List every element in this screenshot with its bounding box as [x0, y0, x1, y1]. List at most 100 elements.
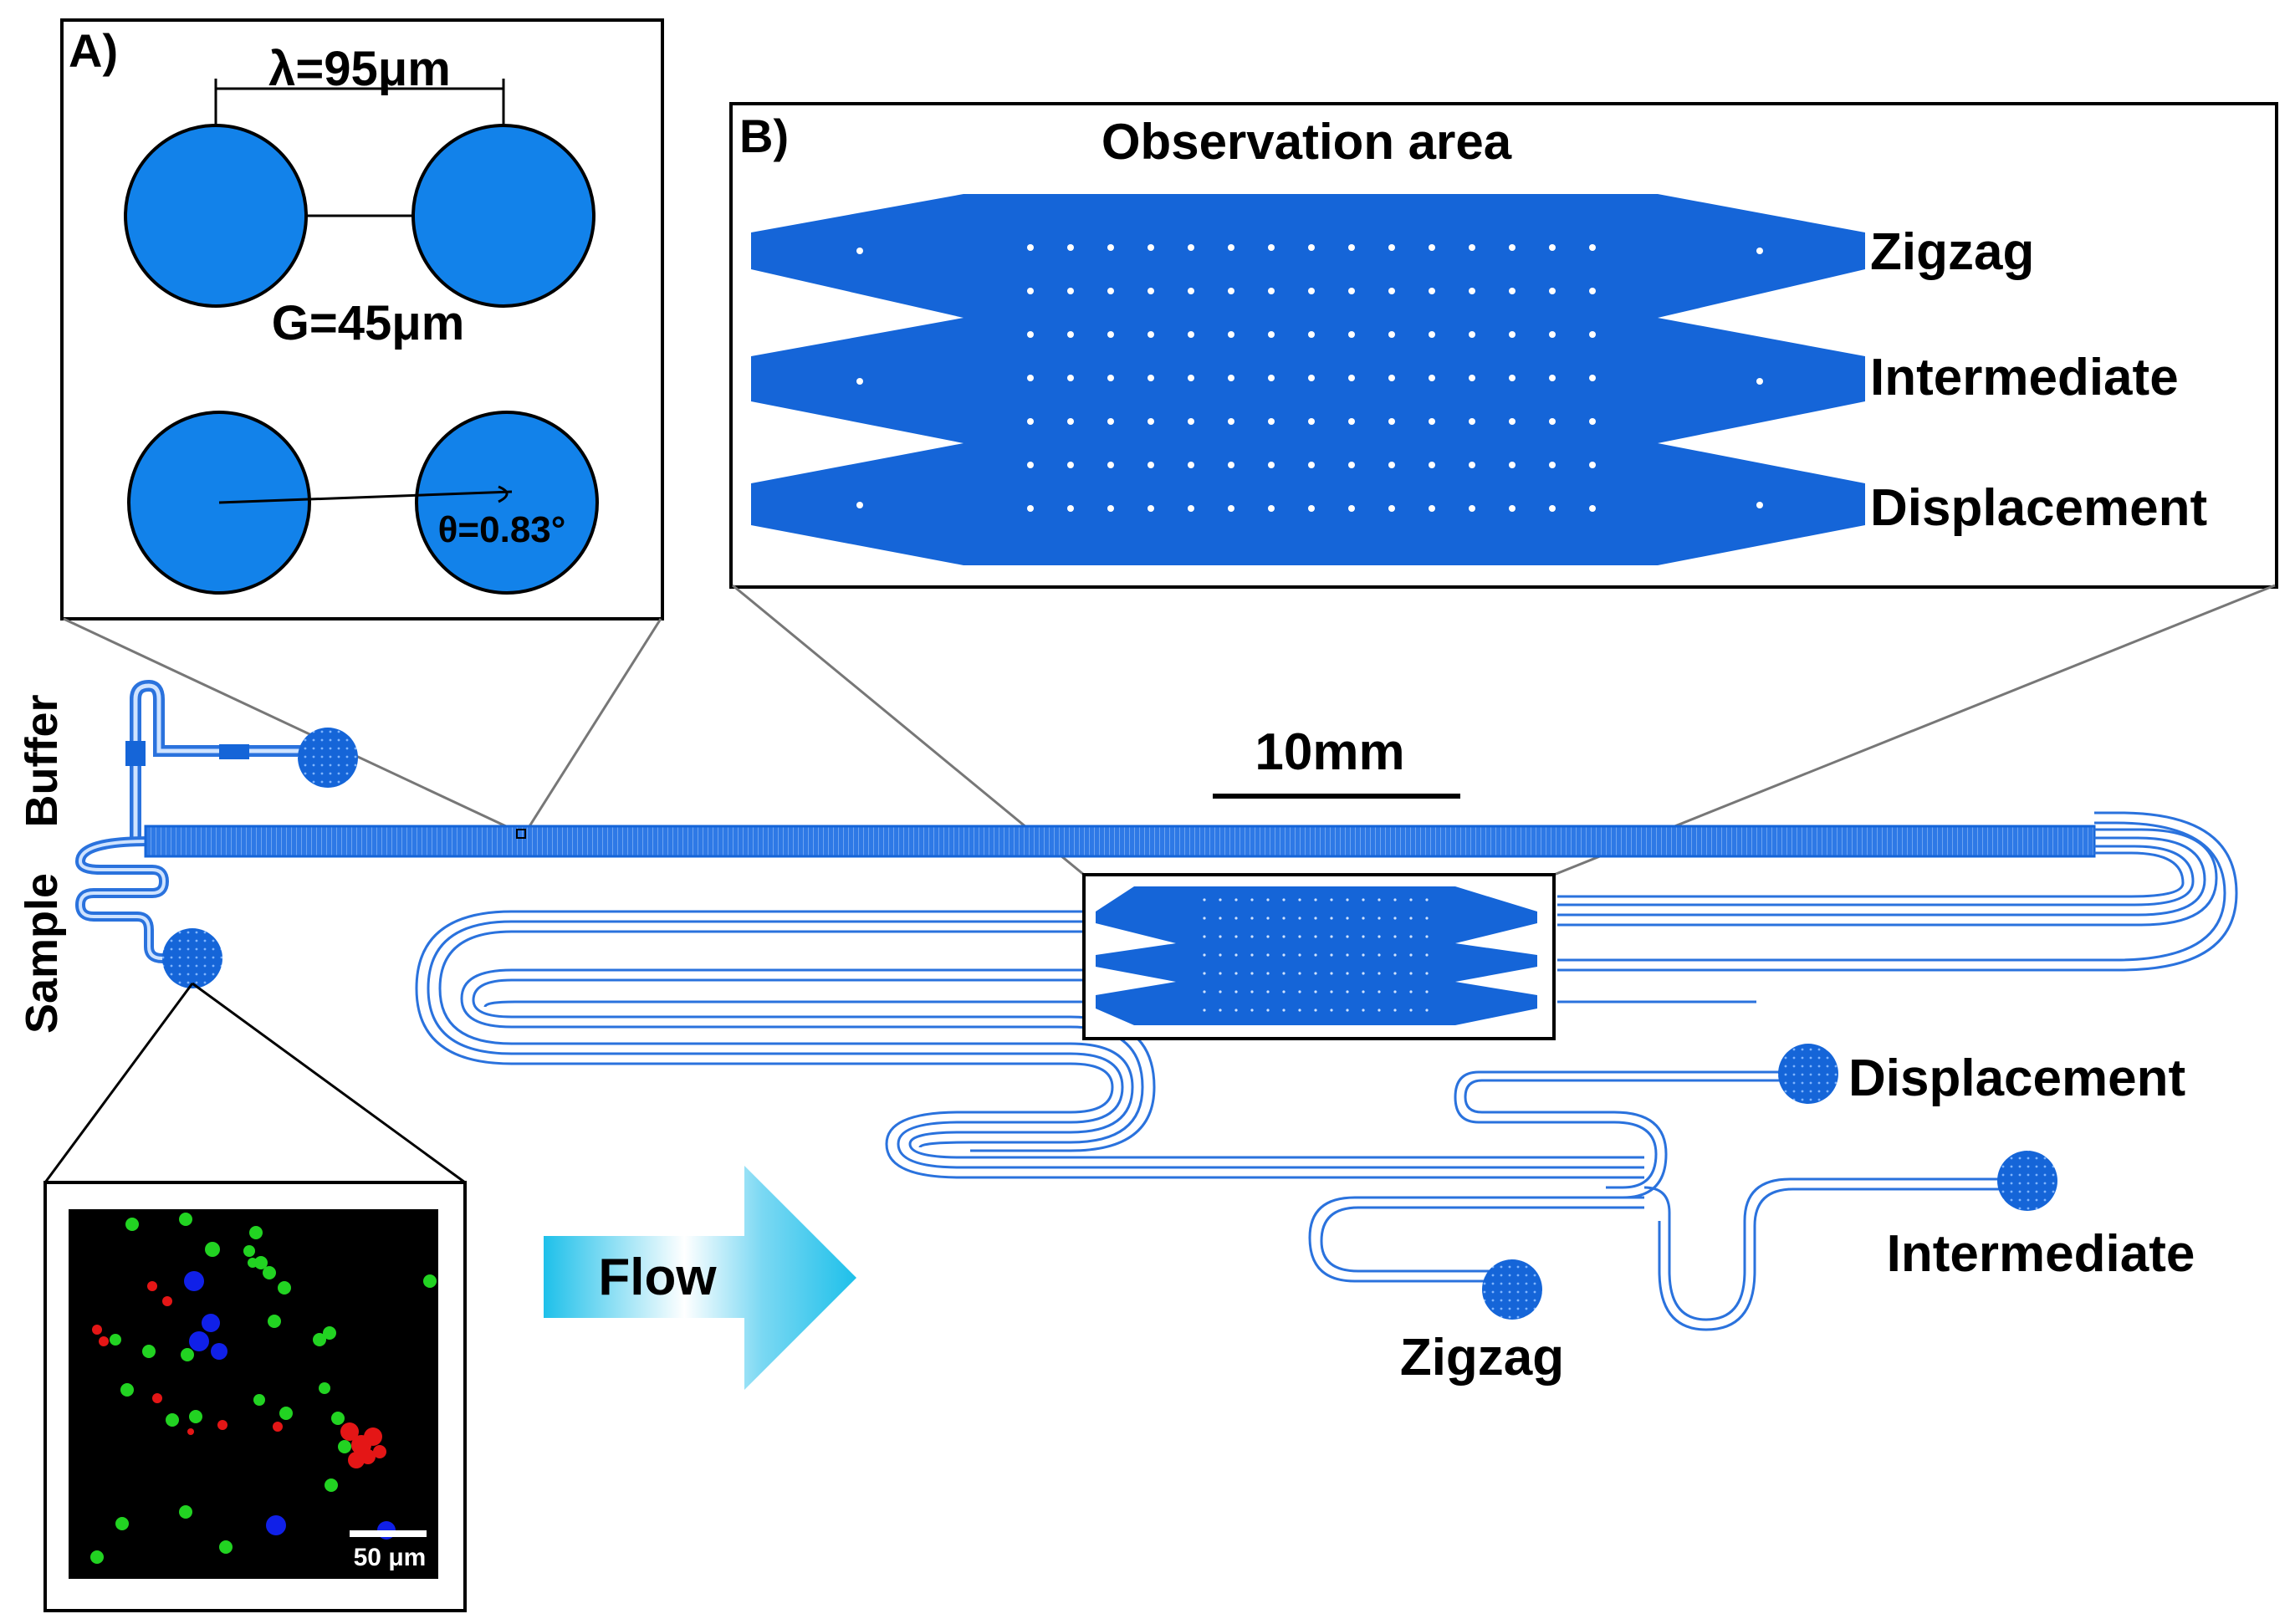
device-chamber-pillar — [1330, 953, 1333, 957]
device-chamber-pillar — [1298, 1009, 1301, 1012]
chamber-pillar — [1509, 288, 1516, 294]
device-chamber-pillar — [1282, 972, 1286, 975]
device-chamber-pillar — [1393, 972, 1397, 975]
flow-label: Flow — [598, 1249, 717, 1306]
pillar-top-right — [411, 124, 595, 308]
chamber-pillar — [1388, 505, 1395, 512]
chamber-pillar — [1268, 462, 1275, 468]
cell-particle — [90, 1550, 104, 1564]
cell-particle — [181, 1348, 194, 1361]
panel-b-outlet-displacement: Displacement — [1870, 479, 2207, 537]
device-chamber-pillar — [1346, 953, 1349, 957]
cell-particle — [219, 1540, 233, 1554]
return-serpentine — [1557, 811, 2238, 1004]
chamber-pillar — [1756, 502, 1763, 508]
fluorescence-micrograph: 50 μm — [43, 1181, 467, 1612]
device-chamber-pillar — [1298, 990, 1301, 993]
device-chamber-pillar — [1393, 898, 1397, 901]
chamber-pillar — [1067, 418, 1074, 425]
device-chamber-pillar — [1425, 917, 1429, 920]
lambda-label: λ=95μm — [268, 42, 451, 96]
micrograph-scale-label: 50 μm — [354, 1544, 427, 1571]
device-chamber-pillar — [1219, 990, 1222, 993]
chamber-pillar — [1469, 375, 1475, 381]
device-chamber-pillar — [1234, 990, 1238, 993]
buffer-channel — [130, 679, 323, 841]
outlet-channels — [1308, 1070, 2022, 1331]
chamber-pillar — [1308, 244, 1315, 251]
chamber-pillar — [1067, 331, 1074, 338]
chamber-pillar — [1509, 244, 1516, 251]
chamber-pillar — [1268, 331, 1275, 338]
device-chamber-pillar — [1203, 972, 1206, 975]
observation-chamber — [751, 194, 1865, 565]
micrograph-connector-left — [43, 983, 194, 1183]
device-chamber-pillar — [1234, 935, 1238, 938]
chamber-pillar — [1429, 288, 1435, 294]
chamber-pillar — [1589, 331, 1596, 338]
device-chamber-pillar — [1330, 1009, 1333, 1012]
chamber-pillar — [1067, 244, 1074, 251]
panel-b-label: B) — [739, 110, 789, 162]
panel-a-connector-right — [524, 618, 662, 834]
device-chamber-pillar — [1203, 935, 1206, 938]
device-chamber-pillar — [1346, 935, 1349, 938]
cell-particle — [338, 1440, 351, 1453]
chamber-pillar — [1228, 375, 1234, 381]
device-layout: Buffer Sample — [17, 679, 2238, 1390]
angle-label: θ=0.83° — [438, 509, 566, 550]
cell-particle — [263, 1266, 276, 1279]
chamber-pillar — [1509, 375, 1516, 381]
chamber-pillar — [1429, 505, 1435, 512]
cell-particle — [189, 1331, 209, 1351]
chamber-pillar — [1268, 505, 1275, 512]
chamber-pillar — [1589, 288, 1596, 294]
device-chamber-pillar — [1219, 935, 1222, 938]
device-chamber-pillar — [1409, 953, 1413, 957]
device-chamber-pillar — [1362, 972, 1365, 975]
device-chamber-pillar — [1425, 953, 1429, 957]
device-chamber-pillar — [1425, 972, 1429, 975]
chamber-pillar — [856, 248, 863, 254]
cell-particle — [253, 1394, 265, 1406]
device-chamber-pillar — [1378, 972, 1381, 975]
device-chamber-pillar — [1393, 953, 1397, 957]
device-chamber-pillar — [1330, 898, 1333, 901]
panel-a: A) λ=95μm G=45μm θ=0.83° — [60, 18, 664, 620]
device-chamber-pillar — [1393, 1009, 1397, 1012]
cell-particle — [340, 1422, 359, 1441]
device-chamber-pillar — [1378, 990, 1381, 993]
cell-particle — [254, 1256, 268, 1269]
chamber-pillar — [1148, 418, 1154, 425]
chamber-pillar — [1549, 331, 1556, 338]
chamber-pillar — [1308, 375, 1315, 381]
chamber-pillar — [1308, 288, 1315, 294]
device-chamber-pillar — [1266, 1009, 1270, 1012]
chamber-pillar — [1549, 505, 1556, 512]
device-chamber-pillar — [1298, 953, 1301, 957]
chamber-pillar — [1589, 244, 1596, 251]
device-chamber-pillar — [1219, 898, 1222, 901]
device-chamber-pillar — [1266, 972, 1270, 975]
device-chamber-pillar — [1346, 990, 1349, 993]
device-chamber-pillar — [1282, 898, 1286, 901]
chamber-pillar — [1188, 288, 1194, 294]
chamber-pillar — [1148, 244, 1154, 251]
cell-particles — [90, 1213, 437, 1564]
cell-particle — [273, 1422, 283, 1432]
micrograph-connector-right — [192, 982, 466, 1184]
intermediate-outlet-port — [1997, 1151, 2057, 1211]
device-chamber-pillar — [1314, 990, 1317, 993]
device-chamber-pillar — [1425, 990, 1429, 993]
device-chamber-pillar — [1362, 953, 1365, 957]
chamber-pillar — [1268, 244, 1275, 251]
chamber-pillar — [1388, 244, 1395, 251]
chamber-pillar — [1148, 331, 1154, 338]
device-chamber-pillar — [1266, 917, 1270, 920]
device-chamber-pillar — [1393, 917, 1397, 920]
outlet-zigzag-label: Zigzag — [1400, 1329, 1564, 1387]
chamber-pillar — [1268, 375, 1275, 381]
device-chamber-pillar — [1234, 898, 1238, 901]
chamber-pillar — [1388, 462, 1395, 468]
chamber-pillar — [1308, 418, 1315, 425]
